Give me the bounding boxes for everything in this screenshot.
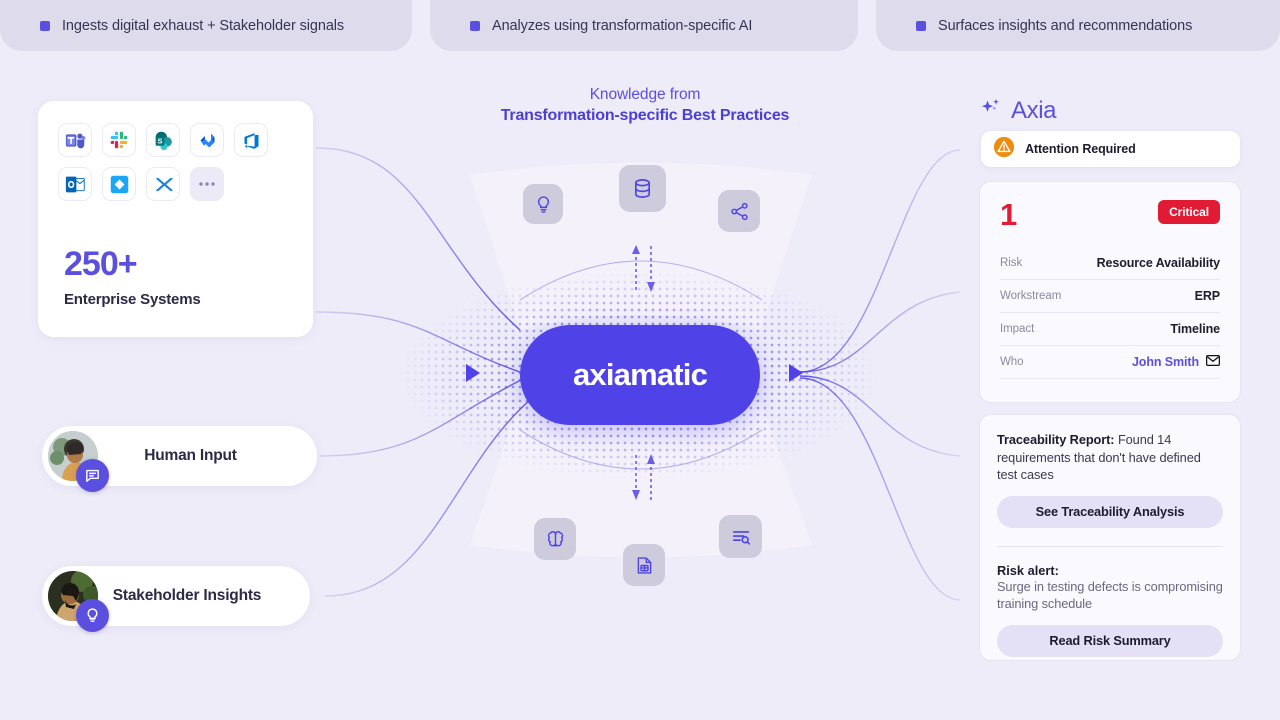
chat-bubble-icon bbox=[76, 459, 109, 492]
insights-card: Traceability Report: Found 14 requiremen… bbox=[979, 414, 1241, 661]
outlook-icon[interactable] bbox=[58, 167, 92, 201]
enterprise-systems-card: S bbox=[38, 101, 313, 337]
attention-label: Attention Required bbox=[1025, 142, 1136, 156]
table-row: Who John Smith bbox=[1000, 346, 1220, 379]
systems-caption: Enterprise Systems bbox=[64, 291, 201, 308]
table-row: Workstream ERP bbox=[1000, 280, 1220, 313]
tab-label: Surfaces insights and recommendations bbox=[938, 17, 1193, 34]
jira-icon[interactable] bbox=[190, 123, 224, 157]
risk-alert-title: Risk alert: bbox=[997, 562, 1059, 578]
share-nodes-icon[interactable] bbox=[718, 190, 760, 232]
row-key: Who bbox=[1000, 356, 1024, 368]
lightbulb-icon bbox=[76, 599, 109, 632]
axia-title: Axia bbox=[1011, 96, 1057, 124]
systems-count: 250+ bbox=[64, 245, 138, 283]
traceability-title: Traceability Report: bbox=[997, 432, 1115, 447]
read-risk-summary-button[interactable]: Read Risk Summary bbox=[997, 624, 1223, 657]
brain-icon[interactable] bbox=[534, 518, 576, 560]
row-value: Timeline bbox=[1170, 322, 1220, 336]
risk-count: 1 bbox=[1000, 197, 1017, 232]
status-badge: Critical bbox=[1158, 200, 1220, 224]
heading-line-2: Transformation-specific Best Practices bbox=[500, 107, 790, 124]
risk-detail-rows: Risk Resource Availability Workstream ER… bbox=[1000, 247, 1220, 379]
azure-devops-icon[interactable] bbox=[234, 123, 268, 157]
owner-name: John Smith bbox=[1131, 355, 1199, 369]
axia-header: Axia bbox=[979, 96, 1056, 125]
traceability-block: Traceability Report: Found 14 requiremen… bbox=[997, 431, 1223, 528]
risk-alert-body: Surge in testing defects is compromising… bbox=[997, 578, 1223, 612]
square-dot-icon bbox=[916, 20, 926, 31]
table-row: Risk Resource Availability bbox=[1000, 247, 1220, 280]
app-icon-grid: S bbox=[58, 123, 294, 201]
tab-surface[interactable]: Surfaces insights and recommendations bbox=[876, 0, 1280, 51]
document-chart-icon[interactable] bbox=[623, 544, 665, 586]
row-key: Impact bbox=[1000, 323, 1035, 335]
risk-summary-card: 1 Critical Risk Resource Availability Wo… bbox=[979, 181, 1241, 403]
slack-icon[interactable] bbox=[102, 123, 136, 157]
tab-label: Ingests digital exhaust + Stakeholder si… bbox=[62, 17, 345, 34]
risk-alert-block: Risk alert: Surge in testing defects is … bbox=[997, 545, 1223, 657]
human-input-label: Human Input bbox=[144, 447, 237, 464]
table-row: Impact Timeline bbox=[1000, 313, 1220, 346]
process-step-tabs: Ingests digital exhaust + Stakeholder si… bbox=[0, 0, 1280, 51]
square-dot-icon bbox=[40, 20, 50, 31]
brand-label: axiamatic bbox=[572, 357, 708, 392]
database-icon[interactable] bbox=[619, 165, 666, 212]
lightbulb-icon[interactable] bbox=[523, 184, 563, 224]
see-traceability-analysis-button[interactable]: See Traceability Analysis bbox=[997, 495, 1223, 528]
traceability-body: Found 14 requirements that don't have de… bbox=[997, 432, 1201, 482]
axiamatic-brand-pill: axiamatic bbox=[520, 325, 760, 425]
attention-required-bar[interactable]: Attention Required bbox=[981, 131, 1240, 167]
list-search-icon[interactable] bbox=[719, 515, 762, 558]
miro-icon[interactable] bbox=[146, 167, 180, 201]
row-key: Workstream bbox=[1000, 290, 1062, 302]
stakeholder-insights-card[interactable]: Stakeholder Insights bbox=[42, 566, 310, 632]
center-heading: Knowledge from Transformation-specific B… bbox=[440, 84, 850, 126]
square-dot-icon bbox=[470, 20, 480, 31]
human-input-card[interactable]: Human Input bbox=[42, 426, 317, 492]
tab-ingest[interactable]: Ingests digital exhaust + Stakeholder si… bbox=[0, 0, 412, 51]
stakeholder-insights-label: Stakeholder Insights bbox=[112, 587, 262, 604]
row-value: ERP bbox=[1194, 289, 1221, 303]
row-key: Risk bbox=[1000, 257, 1023, 269]
more-icon[interactable] bbox=[190, 167, 224, 201]
risk-card-header: 1 Critical bbox=[1000, 197, 1220, 232]
mail-icon[interactable] bbox=[1206, 355, 1220, 369]
warning-triangle-icon bbox=[993, 136, 1015, 163]
confluence-icon[interactable] bbox=[102, 167, 136, 201]
microsoft-teams-icon[interactable] bbox=[58, 123, 92, 157]
traceability-text: Traceability Report: Found 14 requiremen… bbox=[997, 431, 1223, 484]
row-value-owner[interactable]: John Smith bbox=[1132, 355, 1220, 369]
svg-text:S: S bbox=[157, 136, 162, 145]
tab-analyze[interactable]: Analyzes using transformation-specific A… bbox=[430, 0, 858, 51]
sparkle-icon bbox=[979, 96, 1003, 125]
sharepoint-icon[interactable]: S bbox=[146, 123, 180, 157]
heading-line-1: Knowledge from bbox=[589, 86, 701, 103]
tab-label: Analyzes using transformation-specific A… bbox=[492, 17, 753, 34]
row-value: Resource Availability bbox=[1096, 256, 1221, 270]
